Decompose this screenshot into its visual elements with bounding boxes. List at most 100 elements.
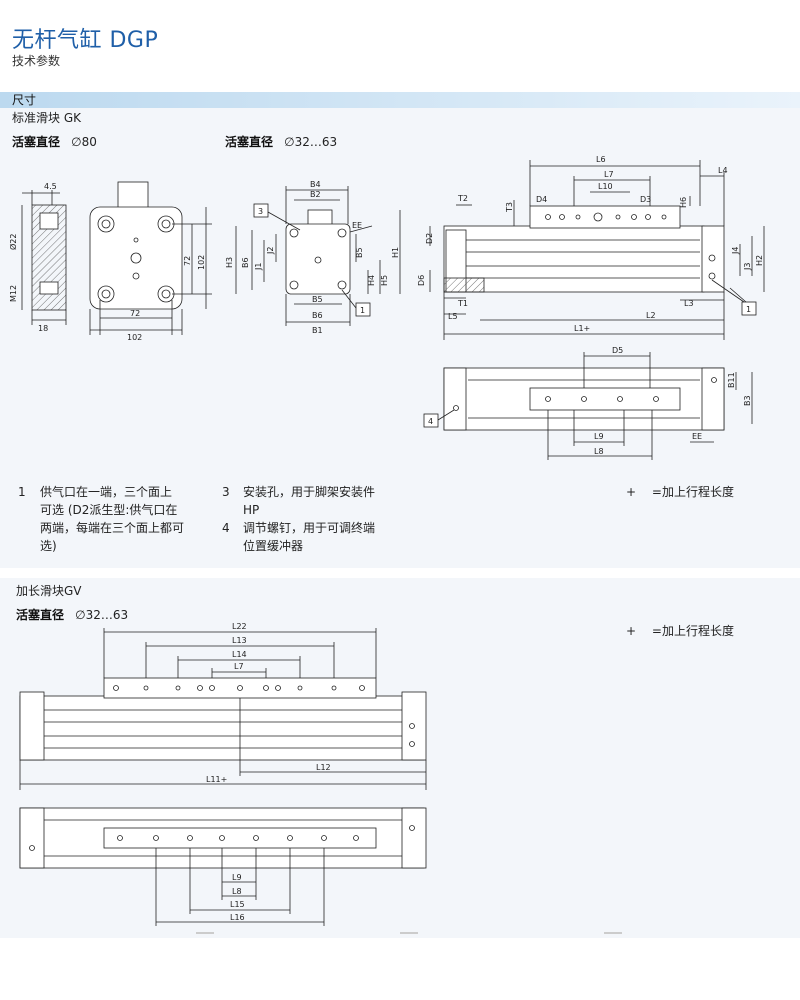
drawing-end-view: B4 B2 EE 3 H3 B6 J1 J2 B5 H5 H4 H1 B5 B6… <box>225 180 401 335</box>
piston-value: ∅32…63 <box>284 135 338 149</box>
note-3-line: 安装孔，用于脚架安装件 <box>243 485 376 499</box>
dim-label: B5 <box>355 247 364 258</box>
dim-label: 102 <box>197 255 206 270</box>
drawing-plan-view: D5 B11 B3 4 L9 L8 EE <box>423 346 753 460</box>
dim-label: L6 <box>596 155 606 164</box>
dim-label: B6 <box>241 257 250 268</box>
drawing-gv-side: L22 L13 L14 L7 L12 L11+ <box>19 622 427 790</box>
piston-label: 活塞直径 <box>225 135 274 149</box>
dim-label: L8 <box>594 447 604 456</box>
dim-label: L4 <box>718 166 728 175</box>
dim-label: EE <box>352 221 362 230</box>
drawing-d80-side: 4.5 Ø22 M12 18 <box>8 182 67 333</box>
dim-label: 4.5 <box>44 182 57 191</box>
gv-section-title: 加长滑块GV <box>16 584 82 598</box>
dim-label: D6 <box>417 275 426 286</box>
note-4: 调节螺钉，用于可调终端 位置缓冲器 <box>243 519 413 555</box>
dim-label: B3 <box>743 395 752 406</box>
dim-label: B5 <box>312 295 323 304</box>
dim-label: T2 <box>457 194 468 203</box>
piston-label: 活塞直径 <box>12 135 61 149</box>
dim-label: J3 <box>743 263 752 271</box>
page-subtitle: 技术参数 <box>12 54 61 68</box>
dim-label: J2 <box>266 247 275 255</box>
plus-symbol: + <box>626 485 637 499</box>
dim-label: 102 <box>127 333 142 342</box>
dim-label: B6 <box>312 311 323 320</box>
plus-symbol: + <box>626 624 637 638</box>
dim-label: M12 <box>9 285 18 302</box>
plus-text: =加上行程长度 <box>651 624 734 638</box>
section-label: 尺寸 <box>12 93 37 107</box>
dim-label: L2 <box>646 311 656 320</box>
dim-label: D3 <box>640 195 651 204</box>
note-3-line: HP <box>243 503 260 517</box>
dim-label: L7 <box>604 170 614 179</box>
note-1-line: 供气口在一端，三个面上 <box>40 485 173 499</box>
dim-label: H5 <box>380 275 389 286</box>
dim-label: D2 <box>425 233 434 244</box>
plus-text: =加上行程长度 <box>651 485 734 499</box>
dim-label: L16 <box>230 913 245 922</box>
dim-label: H4 <box>367 275 376 286</box>
note-1-line: 两端，每端在三个面上都可 <box>40 521 185 535</box>
dim-label: L10 <box>598 182 613 191</box>
note-1-line: 可选 (D2派生型:供气口在 <box>40 503 178 517</box>
dim-label: EE <box>692 432 702 441</box>
dim-label: 18 <box>38 324 48 333</box>
note-3-number: 3 <box>222 485 230 499</box>
note-1: 供气口在一端，三个面上 可选 (D2派生型:供气口在 两端，每端在三个面上都可 … <box>40 483 210 555</box>
note-1-number: 1 <box>18 485 26 499</box>
dim-label: 72 <box>130 309 140 318</box>
piston-label: 活塞直径 <box>16 608 65 622</box>
dim-label: D4 <box>536 195 547 204</box>
dim-label: J1 <box>254 263 263 271</box>
dim-label: H6 <box>679 197 688 208</box>
callout-1: 1 <box>746 305 751 314</box>
plus-note-gv: + =加上行程长度 <box>626 622 734 640</box>
plus-note-gk: + =加上行程长度 <box>626 483 734 501</box>
page-title: 无杆气缸 DGP <box>12 28 159 53</box>
callout-3: 3 <box>258 207 263 216</box>
dim-label: L13 <box>232 636 247 645</box>
piston-value: ∅80 <box>71 135 97 149</box>
dim-label: L9 <box>232 873 242 882</box>
gk-section-title: 标准滑块 GK <box>12 111 81 125</box>
dim-label: T3 <box>505 202 514 213</box>
note-4-number: 4 <box>222 521 230 535</box>
note-4-line: 位置缓冲器 <box>243 539 304 553</box>
dim-label: H3 <box>225 257 234 268</box>
piston-diameter-32-63: 活塞直径 ∅32…63 <box>225 131 337 150</box>
dim-label: L9 <box>594 432 604 441</box>
callout-1: 1 <box>360 306 365 315</box>
dim-label: B4 <box>310 180 321 189</box>
drawing-d80-front: 72 102 72 102 <box>89 181 212 342</box>
dim-label: T1 <box>457 299 468 308</box>
note-1-line: 选) <box>40 539 57 553</box>
dim-label: L12 <box>316 763 331 772</box>
piston-value: ∅32…63 <box>75 608 129 622</box>
dim-label: L8 <box>232 887 242 896</box>
dim-label: L1+ <box>574 324 590 333</box>
dim-label: B1 <box>312 326 323 335</box>
dim-label: 72 <box>183 256 192 266</box>
drawing-side-view: L6 L7 L10 L4 T2 T3 D4 D3 H6 D2 D6 J4 J3 … <box>417 155 765 340</box>
dim-label: H1 <box>391 247 400 258</box>
dim-label: L5 <box>448 312 458 321</box>
callout-4: 4 <box>428 417 433 426</box>
dim-label: J4 <box>731 247 740 255</box>
dim-label: D5 <box>612 346 623 355</box>
dim-label: L15 <box>230 900 245 909</box>
dim-label: Ø22 <box>8 234 18 250</box>
note-3: 安装孔，用于脚架安装件 HP <box>243 483 413 519</box>
dim-label: L3 <box>684 299 694 308</box>
dim-label: L14 <box>232 650 247 659</box>
dim-label: L11+ <box>206 775 227 784</box>
dim-label: L7 <box>234 662 244 671</box>
dim-label: B11 <box>727 372 736 388</box>
dim-label: B2 <box>310 190 321 199</box>
dim-label: H2 <box>755 255 764 266</box>
gv-piston-diameter: 活塞直径 ∅32…63 <box>16 604 128 623</box>
piston-diameter-80: 活塞直径 ∅80 <box>12 131 97 150</box>
